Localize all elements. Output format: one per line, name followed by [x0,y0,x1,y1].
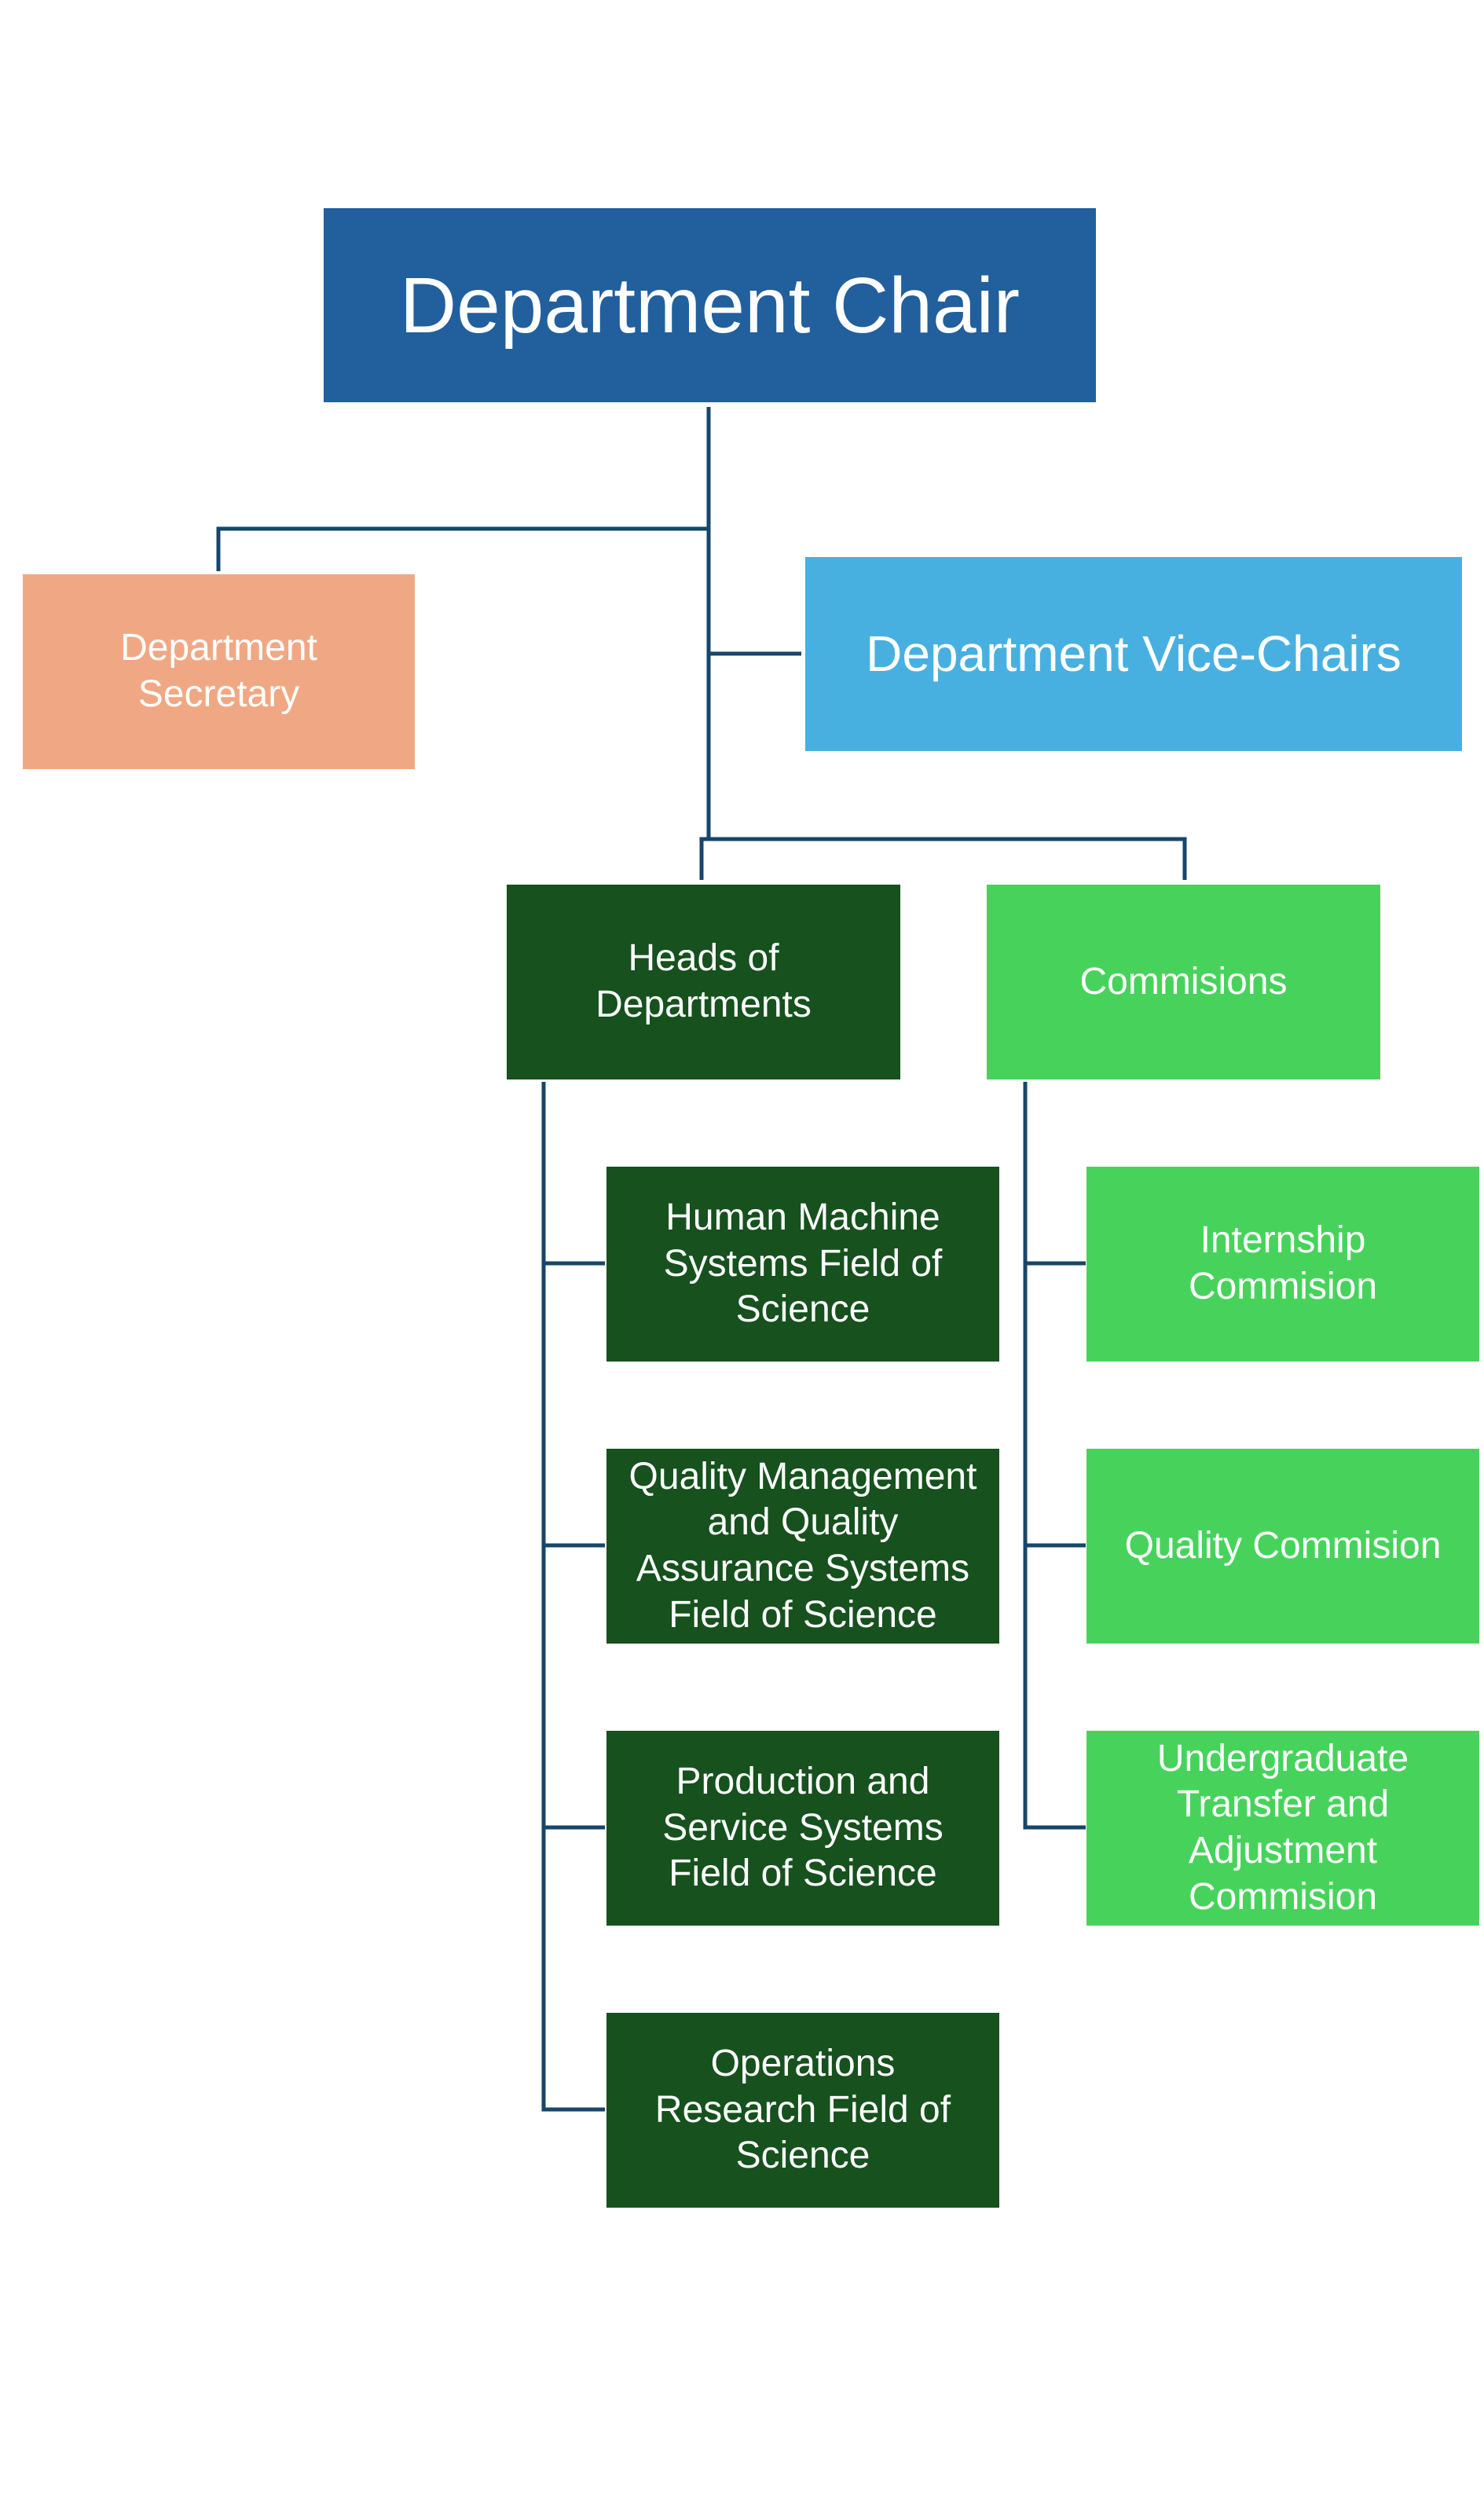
node-internship-commision-label: Internship Commision [1188,1219,1378,1307]
node-department-vice-chairs-label: Department Vice-Chairs [866,625,1402,683]
node-operations-research: Operations Research Field of Science [606,2013,999,2208]
node-quality-commision: Quality Commision [1086,1449,1479,1644]
connector-to-heads-commissions [699,837,1187,880]
node-quality-management: Quality Management and Quality Assurance… [606,1449,999,1644]
node-quality-management-label: Quality Management and Quality Assurance… [628,1455,977,1636]
node-department-secretary: Department Secretary [23,574,415,769]
node-production-service-systems-label: Production and Service Systems Field of … [662,1761,944,1895]
node-commisions-label: Commisions [1079,960,1288,1002]
node-department-chair-label: Department Chair [399,261,1020,350]
connector-commissions-trunk [1023,1082,1086,1830]
node-undergraduate-transfer-commision-label: Undergraduate Transfer and Adjustment Co… [1156,1737,1409,1918]
node-operations-research-label: Operations Research Field of Science [654,2043,951,2177]
node-heads-of-departments: Heads of Departments [507,885,900,1079]
node-heads-of-departments-label: Heads of Departments [595,937,812,1025]
connector-to-secretary [216,526,709,571]
node-undergraduate-transfer-commision: Undergraduate Transfer and Adjustment Co… [1086,1731,1479,1926]
node-internship-commision: Internship Commision [1086,1167,1479,1362]
node-department-chair: Department Chair [324,208,1096,402]
node-production-service-systems: Production and Service Systems Field of … [606,1731,999,1926]
node-human-machine-systems: Human Machine Systems Field of Science [606,1167,999,1362]
node-quality-commision-label: Quality Commision [1124,1524,1442,1567]
node-human-machine-systems-label: Human Machine Systems Field of Science [663,1197,943,1331]
node-commisions: Commisions [987,885,1380,1079]
connector-heads-trunk [541,1082,605,2112]
node-department-secretary-label: Department Secretary [120,627,317,715]
node-department-vice-chairs: Department Vice-Chairs [805,557,1462,751]
